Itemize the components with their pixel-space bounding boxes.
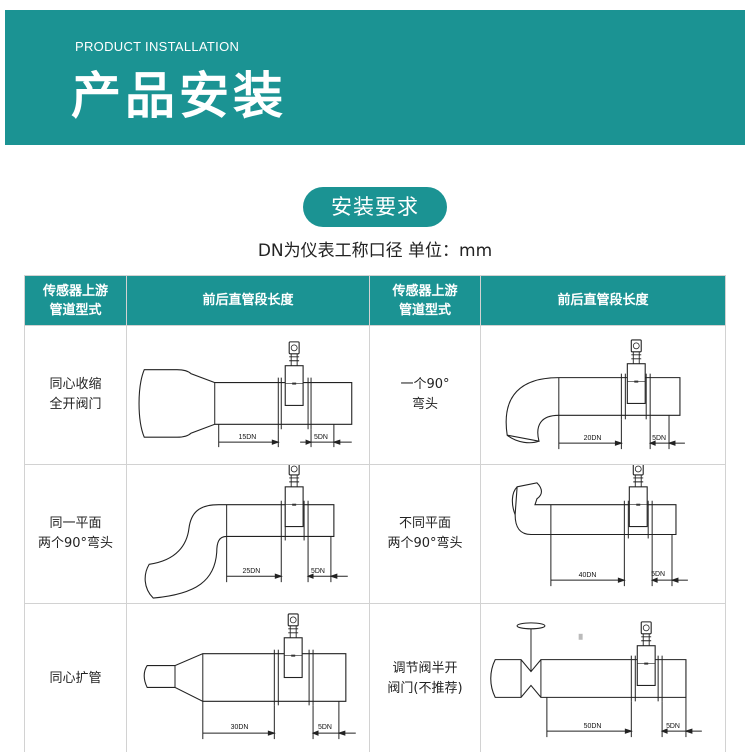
banner-title: 产品安装 (71, 67, 287, 125)
pipe-type-label: 调节阀半开 阀门(不推荐) (369, 603, 481, 752)
banner-subtitle: PRODUCT INSTALLATION (75, 39, 240, 54)
installation-requirements-table: 传感器上游 管道型式 前后直管段长度 传感器上游 管道型式 前后直管段长度 同心… (24, 275, 726, 752)
header-line: 管道型式 (49, 302, 102, 318)
single-elbow-diagram: 20DN 5DN (480, 325, 726, 465)
header-pipe-type-2: 传感器上游 管道型式 (369, 275, 481, 326)
single-elbow-drawing: 20DN 5DN (505, 339, 685, 450)
header-line: 传感器上游 (42, 283, 108, 299)
pipe-type-label: 一个90° 弯头 (369, 325, 481, 465)
half-open-valve-diagram: 50DN 5DN (480, 603, 726, 752)
upstream-length-label: 15DN (239, 434, 257, 441)
concentric-reducer-drawing: 15DN 5DN (138, 341, 353, 448)
header-straight-length: 前后直管段长度 (126, 275, 370, 326)
header-line: 传感器上游 (392, 283, 458, 299)
section-title-pill: 安装要求 (303, 187, 447, 227)
header-pipe-type: 传感器上游 管道型式 (24, 275, 127, 326)
pipe-type-label: 同一平面 两个90°弯头 (24, 464, 127, 604)
downstream-length-label: 5DN (314, 434, 328, 441)
downstream-length-label: 5DN (311, 568, 325, 575)
downstream-length-label: 5DN (651, 571, 665, 578)
two-elbows-different-plane-drawing: 40DN 5DN (511, 465, 688, 587)
label-line: 不同平面 (398, 516, 451, 531)
table-row: 同一平面 两个90°弯头 (24, 464, 726, 604)
table-row: 同心收缩 全开阀门 (24, 325, 726, 465)
unit-note: DN为仪表工称口径 单位：mm (257, 241, 493, 261)
label-line: 调节阀半开 (392, 660, 458, 676)
label-line: 同心收缩 (49, 377, 102, 392)
half-open-valve-drawing: 50DN 5DN (490, 621, 702, 738)
upstream-length-label: 25DN (243, 568, 261, 575)
label-line: 两个90°弯头 (37, 536, 114, 551)
header-straight-length-2: 前后直管段长度 (480, 275, 726, 326)
header-line: 管道型式 (398, 302, 451, 318)
label-line: 两个90°弯头 (387, 536, 463, 551)
two-elbows-same-plane-diagram: 25DN 5DN (126, 464, 370, 604)
label-line: 同一平面 (49, 516, 102, 531)
upstream-length-label: 40DN (579, 572, 597, 579)
label-line: 一个90° (400, 377, 450, 392)
label-line: 阀门(不推荐) (387, 680, 463, 696)
label-line: 同心扩管 (49, 670, 102, 686)
two-elbows-different-plane-diagram: 40DN 5DN (480, 464, 726, 604)
upstream-length-label: 20DN (584, 435, 602, 442)
concentric-reducer-diagram: 15DN 5DN (126, 325, 370, 465)
label-line: 弯头 (411, 397, 438, 412)
table-row: 同心扩管 (24, 603, 726, 752)
downstream-length-label: 5DN (666, 723, 680, 730)
upstream-length-label: 30DN (231, 724, 249, 731)
table-header-row: 传感器上游 管道型式 前后直管段长度 传感器上游 管道型式 前后直管段长度 (24, 275, 726, 326)
downstream-length-label: 5DN (318, 724, 332, 731)
two-elbows-same-plane-drawing: 25DN 5DN (144, 465, 348, 599)
downstream-length-label: 5DN (652, 435, 666, 442)
pipe-type-label: 同心扩管 (24, 603, 127, 752)
concentric-expander-diagram: 30DN 5DN (126, 603, 370, 752)
label-line: 全开阀门 (49, 397, 102, 412)
concentric-expander-drawing: 30DN 5DN (143, 613, 356, 740)
pipe-type-label: 同心收缩 全开阀门 (24, 325, 127, 465)
upstream-length-label: 50DN (584, 723, 602, 730)
pipe-type-label: 不同平面 两个90°弯头 (369, 464, 481, 604)
product-installation-banner: PRODUCT INSTALLATION 产品安装 (5, 10, 745, 145)
